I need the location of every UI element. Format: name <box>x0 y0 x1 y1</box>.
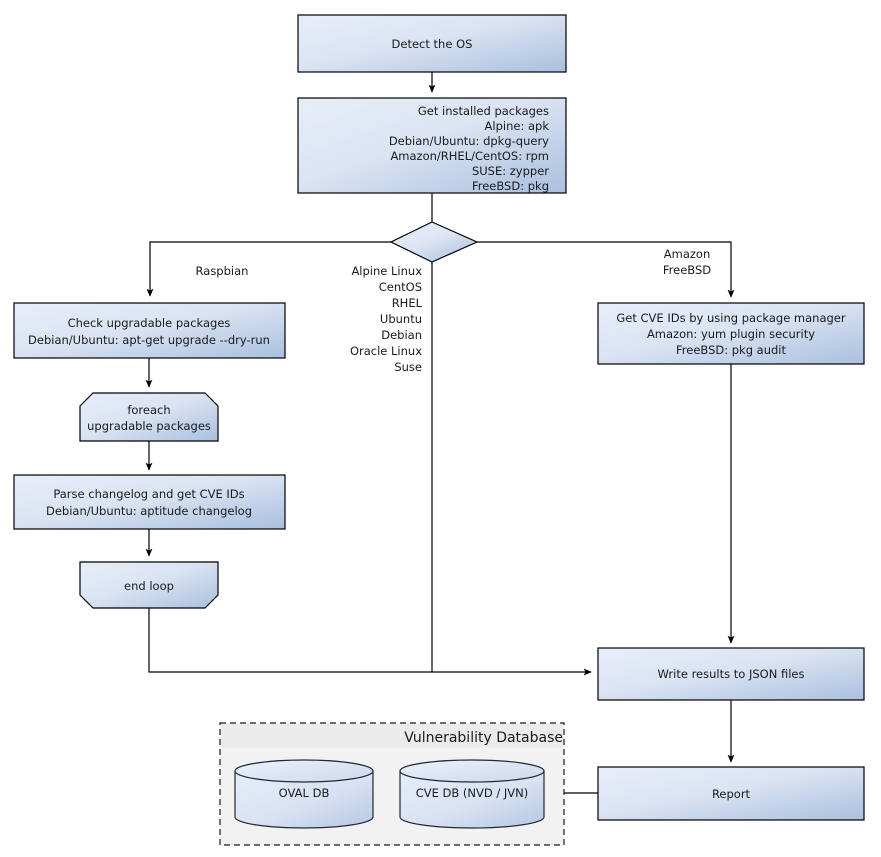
detect-os-box[interactable] <box>297 14 567 73</box>
edge-endloop-to-write <box>148 608 592 676</box>
node-oval-db[interactable]: OVAL DB <box>234 759 374 829</box>
cve-db-body[interactable] <box>399 770 545 829</box>
check-upgradable-line-1: Check upgradable packages <box>68 316 231 330</box>
node-foreach-loop[interactable]: foreach upgradable packages <box>79 392 219 442</box>
oval-db-body[interactable] <box>234 770 374 829</box>
check-upgradable-box[interactable] <box>13 302 286 359</box>
get-installed-packages-line-2: Alpine: apk <box>485 119 550 133</box>
vulnerability-database-title: Vulnerability Database <box>404 730 563 746</box>
check-upgradable-line-2: Debian/Ubuntu: apt-get upgrade --dry-run <box>28 333 270 347</box>
node-cve-db[interactable]: CVE DB (NVD / JVN) <box>399 759 545 829</box>
node-get-installed-packages[interactable]: Get installed packages Alpine: apk Debia… <box>297 97 567 194</box>
edge-label-linux-line-2: CentOS <box>379 280 422 294</box>
foreach-loop-shape[interactable] <box>79 392 219 442</box>
edge-label-linux-line-6: Oracle Linux <box>350 344 422 358</box>
edge-label-linux-line-7: Suse <box>394 360 422 374</box>
get-installed-packages-box[interactable] <box>297 97 567 194</box>
edge-label-amazon-freebsd: Amazon FreeBSD <box>663 247 711 277</box>
edge-label-linux-distros: Alpine Linux CentOS RHEL Ubuntu Debian O… <box>350 264 423 374</box>
detect-os-label: Detect the OS <box>392 37 473 51</box>
parse-changelog-line-1: Parse changelog and get CVE IDs <box>53 487 244 501</box>
node-parse-changelog[interactable]: Parse changelog and get CVE IDs Debian/U… <box>13 474 286 530</box>
foreach-loop-line-2: upgradable packages <box>87 419 211 433</box>
edge-decision-amazon <box>477 241 735 298</box>
edge-decision-raspbian <box>146 241 391 297</box>
cve-db-top <box>399 759 545 783</box>
node-detect-os[interactable]: Detect the OS <box>297 14 567 73</box>
node-write-results[interactable]: Write results to JSON files <box>597 647 865 701</box>
get-installed-packages-line-3: Debian/Ubuntu: dpkg-query <box>389 134 549 148</box>
edge-label-linux-line-4: Ubuntu <box>380 312 422 326</box>
edge-label-linux-line-3: RHEL <box>392 296 423 310</box>
os-decision-diamond[interactable] <box>389 221 479 263</box>
parse-changelog-box[interactable] <box>13 474 286 530</box>
end-loop-label: end loop <box>124 579 174 593</box>
node-os-decision[interactable] <box>389 221 479 263</box>
get-cve-ids-line-1: Get CVE IDs by using package manager <box>616 311 846 325</box>
edge-label-amazon: Amazon <box>664 247 710 261</box>
node-report[interactable]: Report <box>597 766 865 821</box>
node-end-loop[interactable]: end loop <box>79 561 219 609</box>
oval-db-label: OVAL DB <box>279 786 330 800</box>
edge-label-linux-line-5: Debian <box>381 328 422 342</box>
write-results-label: Write results to JSON files <box>658 667 805 681</box>
edge-label-raspbian: Raspbian <box>196 264 249 278</box>
report-label: Report <box>712 787 751 801</box>
foreach-loop-line-1: foreach <box>127 403 170 417</box>
get-installed-packages-line-4: Amazon/RHEL/CentOS: rpm <box>390 149 549 163</box>
node-check-upgradable[interactable]: Check upgradable packages Debian/Ubuntu:… <box>13 302 286 359</box>
edge-label-linux-line-1: Alpine Linux <box>351 264 422 278</box>
group-vulnerability-database[interactable]: Vulnerability Database OVAL DB CVE DB (N… <box>219 722 565 846</box>
oval-db-top <box>234 759 374 783</box>
write-results-box[interactable] <box>597 647 865 701</box>
cve-db-label: CVE DB (NVD / JVN) <box>416 786 529 800</box>
get-installed-packages-line-1: Get installed packages <box>418 104 549 118</box>
get-cve-ids-box[interactable] <box>597 302 865 365</box>
report-box[interactable] <box>597 766 865 821</box>
get-installed-packages-line-6: FreeBSD: pkg <box>472 179 549 193</box>
node-get-cve-ids[interactable]: Get CVE IDs by using package manager Ama… <box>597 302 865 365</box>
get-cve-ids-line-3: FreeBSD: pkg audit <box>676 343 787 357</box>
get-installed-packages-line-5: SUSE: zypper <box>472 164 549 178</box>
edge-label-freebsd: FreeBSD <box>663 263 711 277</box>
vulnerability-database-header <box>221 724 563 748</box>
get-cve-ids-line-2: Amazon: yum plugin security <box>647 327 815 341</box>
end-loop-shape[interactable] <box>79 561 219 609</box>
parse-changelog-line-2: Debian/Ubuntu: aptitude changelog <box>46 504 252 518</box>
